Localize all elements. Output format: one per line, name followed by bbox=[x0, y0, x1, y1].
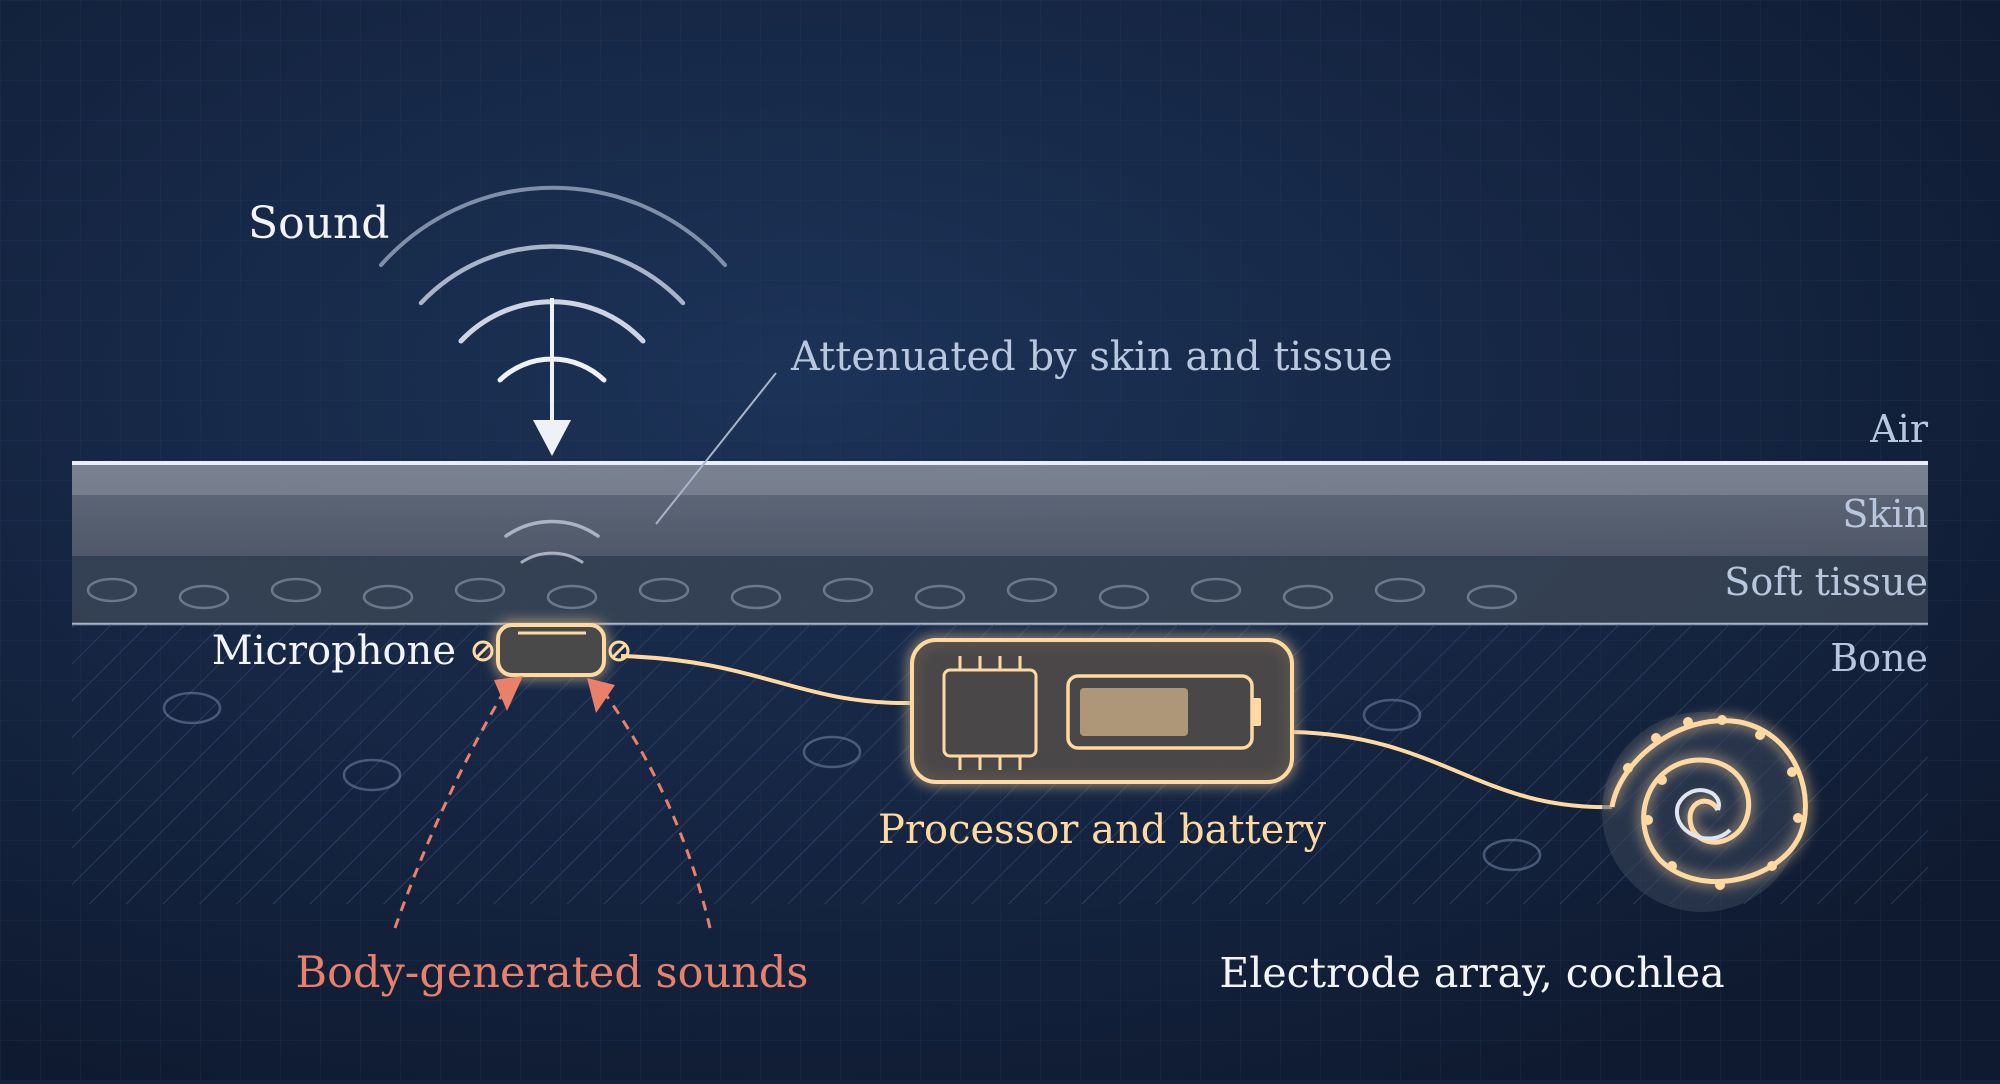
bone-pores bbox=[162, 691, 1542, 872]
attenuated-label: Attenuated by skin and tissue bbox=[790, 334, 1393, 380]
layer-label-soft-tissue: Soft tissue bbox=[1724, 560, 1928, 604]
body-sounds-label: Body-generated sounds bbox=[296, 948, 809, 998]
body-sound-arrow-right bbox=[602, 691, 712, 929]
microphone-screw-right bbox=[608, 640, 630, 662]
processor-label: Processor and battery bbox=[878, 807, 1326, 853]
electrode-array-cochlea bbox=[1602, 712, 1808, 912]
sound-label: Sound bbox=[248, 198, 389, 249]
microphone-device bbox=[472, 623, 630, 677]
sound-arrow bbox=[533, 298, 571, 456]
wire-mic-to-processor bbox=[620, 654, 913, 706]
layer-label-skin: Skin bbox=[1842, 492, 1928, 536]
electrode-contacts bbox=[1623, 715, 1803, 890]
microphone-screw-left bbox=[472, 640, 494, 662]
attenuated-waves bbox=[504, 519, 600, 564]
electrode-label: Electrode array, cochlea bbox=[1219, 949, 1724, 997]
soft-tissue-layer bbox=[72, 556, 1928, 624]
processor-chip-icon bbox=[942, 656, 1038, 770]
tissue-cells bbox=[86, 577, 1518, 610]
body-sound-arrows bbox=[393, 676, 712, 929]
layer-label-air: Air bbox=[1869, 407, 1929, 451]
sound-wave-1 bbox=[379, 185, 727, 267]
attenuation-leader-line bbox=[655, 372, 777, 525]
processor-battery-device bbox=[910, 638, 1294, 784]
skin-layer-highlight bbox=[72, 463, 1928, 495]
layer-label-bone: Bone bbox=[1830, 636, 1928, 680]
body-sound-arrow-left bbox=[393, 689, 507, 929]
sound-wave-2 bbox=[418, 244, 686, 306]
cochlea-spiral bbox=[1609, 718, 1808, 884]
wire-processor-to-cochlea bbox=[1291, 730, 1613, 810]
battery-icon bbox=[1066, 674, 1261, 750]
microphone-label: Microphone bbox=[212, 628, 456, 674]
